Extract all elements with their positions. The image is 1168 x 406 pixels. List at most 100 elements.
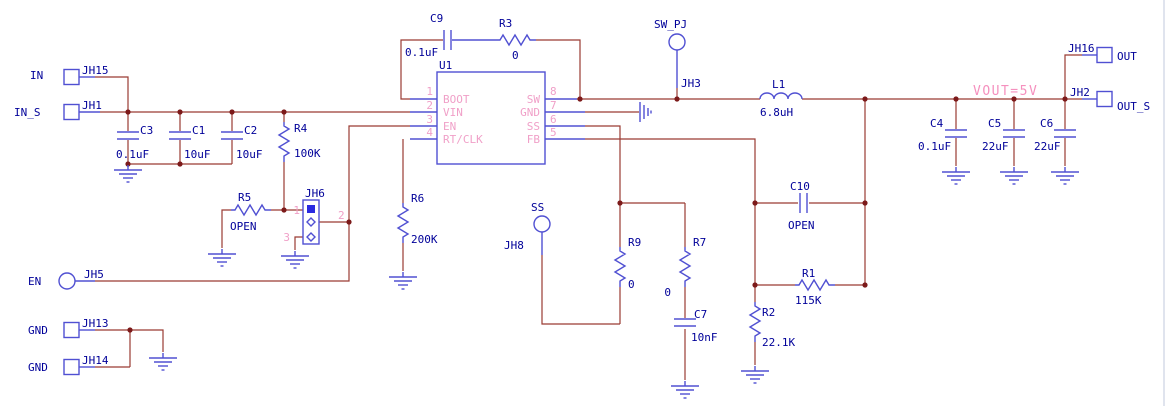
resistor-R9[interactable]: R9 0 — [614, 236, 641, 291]
pin-number-1: 1 — [426, 85, 433, 98]
ref: R3 — [499, 17, 512, 30]
jumper-label: JH1 — [82, 99, 102, 112]
ref: C10 — [790, 180, 810, 193]
pin-label-sw: SW — [527, 93, 541, 106]
pin-number-4: 4 — [426, 126, 433, 139]
net-label-sw-pj: SW_PJ — [654, 18, 687, 31]
ref: L1 — [772, 78, 785, 91]
ref: C3 — [140, 124, 153, 137]
value: OPEN — [230, 220, 257, 233]
value: 115K — [795, 294, 822, 307]
value: 22uF — [1034, 140, 1061, 153]
value: 0 — [512, 49, 519, 62]
capacitor-C6[interactable]: C6 22uF — [1034, 117, 1077, 153]
connector-JH2[interactable]: JH2 OUT_S — [1070, 86, 1150, 113]
capacitor-C1[interactable]: C1 10uF — [168, 124, 211, 161]
value: 10uF — [184, 148, 211, 161]
header-pin2-diamond — [306, 217, 316, 227]
capacitor-C5[interactable]: C5 22uF — [982, 117, 1026, 153]
connector-JH1[interactable]: IN_S JH1 — [14, 99, 102, 121]
resistor-R6[interactable]: R6 200K — [397, 192, 438, 246]
header-pin2-number: 2 — [338, 209, 345, 222]
pin-number-6: 6 — [550, 113, 557, 126]
ic-U1[interactable]: U1 1 2 3 4 8 7 6 5 BOOT VIN EN RT/CLK SW… — [426, 59, 557, 165]
pin-number-5: 5 — [550, 126, 557, 139]
resistor-R1[interactable]: R1 115K — [794, 267, 836, 307]
value: 0 — [664, 286, 671, 299]
jumper-label: JH14 — [82, 354, 109, 367]
connector-JH13[interactable]: GND JH13 — [28, 317, 109, 339]
resistor-R4[interactable]: R4 100K — [278, 121, 321, 163]
capacitor-C2[interactable]: C2 10uF — [220, 124, 263, 161]
ref: JH6 — [305, 187, 325, 200]
jumper-label: JH2 — [1070, 86, 1090, 99]
ic-ref: U1 — [439, 59, 452, 72]
pin-label-fb: FB — [527, 133, 541, 146]
connector-JH15[interactable]: IN JH15 — [30, 64, 109, 86]
pin-label-ss: SS — [527, 120, 540, 133]
jumper-label: JH13 — [82, 317, 109, 330]
net-label-gnd: GND — [28, 361, 48, 374]
connector-JH8[interactable]: SS JH8 — [504, 201, 551, 252]
capacitor-C9[interactable]: C9 0.1uF — [405, 12, 452, 59]
ref: R9 — [628, 236, 641, 249]
pin-label-rtclk: RT/CLK — [443, 133, 483, 146]
connector-JH16[interactable]: JH16 OUT — [1068, 42, 1137, 64]
ref: R1 — [802, 267, 815, 280]
ref: C7 — [694, 308, 707, 321]
ref: C1 — [192, 124, 205, 137]
wire-segments — [95, 39, 1082, 380]
ref: R6 — [411, 192, 424, 205]
ref: C4 — [930, 117, 944, 130]
header-pin3-diamond — [306, 232, 316, 242]
value: 0.1uF — [918, 140, 951, 153]
value: 10nF — [691, 331, 718, 344]
connector-JH3-SW-PJ[interactable]: SW_PJ JH3 — [654, 18, 701, 90]
resistor-R7[interactable]: R7 0 — [664, 236, 706, 299]
jumper-label: JH3 — [681, 77, 701, 90]
net-label-gnd: GND — [28, 324, 48, 337]
connector-JH5[interactable]: EN JH5 — [28, 268, 104, 290]
value: OPEN — [788, 219, 815, 232]
resistor-R2[interactable]: R2 22.1K — [749, 301, 795, 349]
header-pin1-square — [307, 205, 315, 213]
jumper-label: JH16 — [1068, 42, 1095, 55]
net-label-out-s: OUT_S — [1117, 100, 1150, 113]
net-label-out: OUT — [1117, 50, 1137, 63]
value: 22.1K — [762, 336, 795, 349]
resistor-R5[interactable]: R5 OPEN — [230, 191, 272, 233]
value: 22uF — [982, 140, 1009, 153]
capacitor-C10[interactable]: C10 OPEN — [788, 180, 815, 232]
value: 0.1uF — [405, 46, 438, 59]
ref: R5 — [238, 191, 251, 204]
header-JH6[interactable]: JH6 1 2 3 — [283, 187, 345, 245]
net-label-in: IN — [30, 69, 43, 82]
value: 6.8uH — [760, 106, 793, 119]
jumper-label: JH8 — [504, 239, 524, 252]
ref: R4 — [294, 122, 308, 135]
value: 0.1uF — [116, 148, 149, 161]
connector-JH14[interactable]: GND JH14 — [28, 354, 109, 376]
ref: C6 — [1040, 117, 1053, 130]
value: 10uF — [236, 148, 263, 161]
pin-number-7: 7 — [550, 99, 557, 112]
net-label-ss: SS — [531, 201, 544, 214]
capacitor-C7[interactable]: C7 10nF — [673, 308, 718, 344]
value: 200K — [411, 233, 438, 246]
capacitor-C4[interactable]: C4 0.1uF — [918, 117, 968, 153]
jumper-label: JH5 — [84, 268, 104, 281]
ground-symbol-rotated — [639, 101, 652, 123]
header-pin1-number: 1 — [293, 204, 300, 217]
ref: C5 — [988, 117, 1001, 130]
pin-label-boot: BOOT — [443, 93, 470, 106]
ref: R2 — [762, 306, 775, 319]
net-label-in-s: IN_S — [14, 106, 41, 119]
component-leads — [75, 39, 1097, 368]
capacitor-C3[interactable]: C3 0.1uF — [116, 124, 153, 161]
junction-dots — [125, 96, 1068, 333]
pin-number-3: 3 — [426, 113, 433, 126]
inductor-L1[interactable]: L1 6.8uH — [759, 78, 803, 119]
resistor-R3[interactable]: R3 0 — [495, 17, 537, 62]
ref: C9 — [430, 12, 443, 25]
